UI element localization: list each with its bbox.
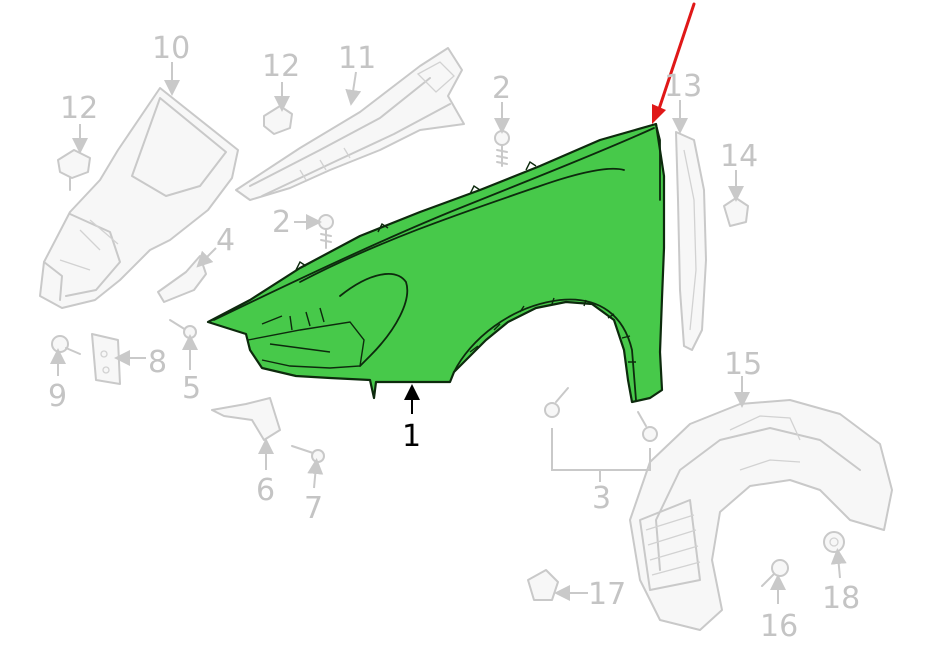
callout-13: 13 <box>664 69 702 104</box>
nut-9 <box>51 335 81 355</box>
callout-7: 7 <box>304 491 323 526</box>
leader-lines <box>50 62 847 604</box>
screw-3-right <box>637 411 658 442</box>
clip-14 <box>723 197 749 227</box>
part-10-wheelhouse-panel <box>39 87 239 309</box>
part-13-seal-strip <box>675 131 707 351</box>
callout-18: 18 <box>822 581 860 616</box>
screw-3-left <box>544 387 569 418</box>
screw-7 <box>291 445 325 463</box>
bolt-5 <box>169 319 197 339</box>
callout-14: 14 <box>720 139 758 174</box>
callout-4: 4 <box>216 223 235 258</box>
callout-1: 1 <box>402 419 421 454</box>
callout-11: 11 <box>338 41 376 76</box>
callout-2-top: 2 <box>492 71 511 106</box>
bracket-6 <box>211 397 281 441</box>
bolt-16 <box>761 559 789 587</box>
bracket-8 <box>91 333 121 385</box>
clip-12-left <box>57 149 91 191</box>
screw-2-mid <box>318 214 334 249</box>
callout-17: 17 <box>588 577 626 612</box>
part-1-front-fender[interactable] <box>206 122 666 404</box>
callout-12-right: 12 <box>262 49 300 84</box>
callout-6: 6 <box>256 473 275 508</box>
callout-10: 10 <box>152 31 190 66</box>
callout-8: 8 <box>148 345 167 380</box>
clip-17 <box>527 569 559 601</box>
callout-15: 15 <box>724 347 762 382</box>
callout-5: 5 <box>182 371 201 406</box>
clip-12-right <box>263 105 293 135</box>
screw-2-top <box>494 130 510 167</box>
nut-18 <box>823 531 845 553</box>
bracket-4 <box>157 255 207 303</box>
callout-12-left: 12 <box>60 91 98 126</box>
callout-9: 9 <box>48 379 67 414</box>
callout-2-mid: 2 <box>272 205 291 240</box>
red-pointer-arrow-icon <box>652 2 696 124</box>
part-11-upper-rail <box>235 47 465 201</box>
part-15-wheel-liner <box>629 399 893 631</box>
callout-16: 16 <box>760 609 798 644</box>
callout-3: 3 <box>592 481 611 516</box>
